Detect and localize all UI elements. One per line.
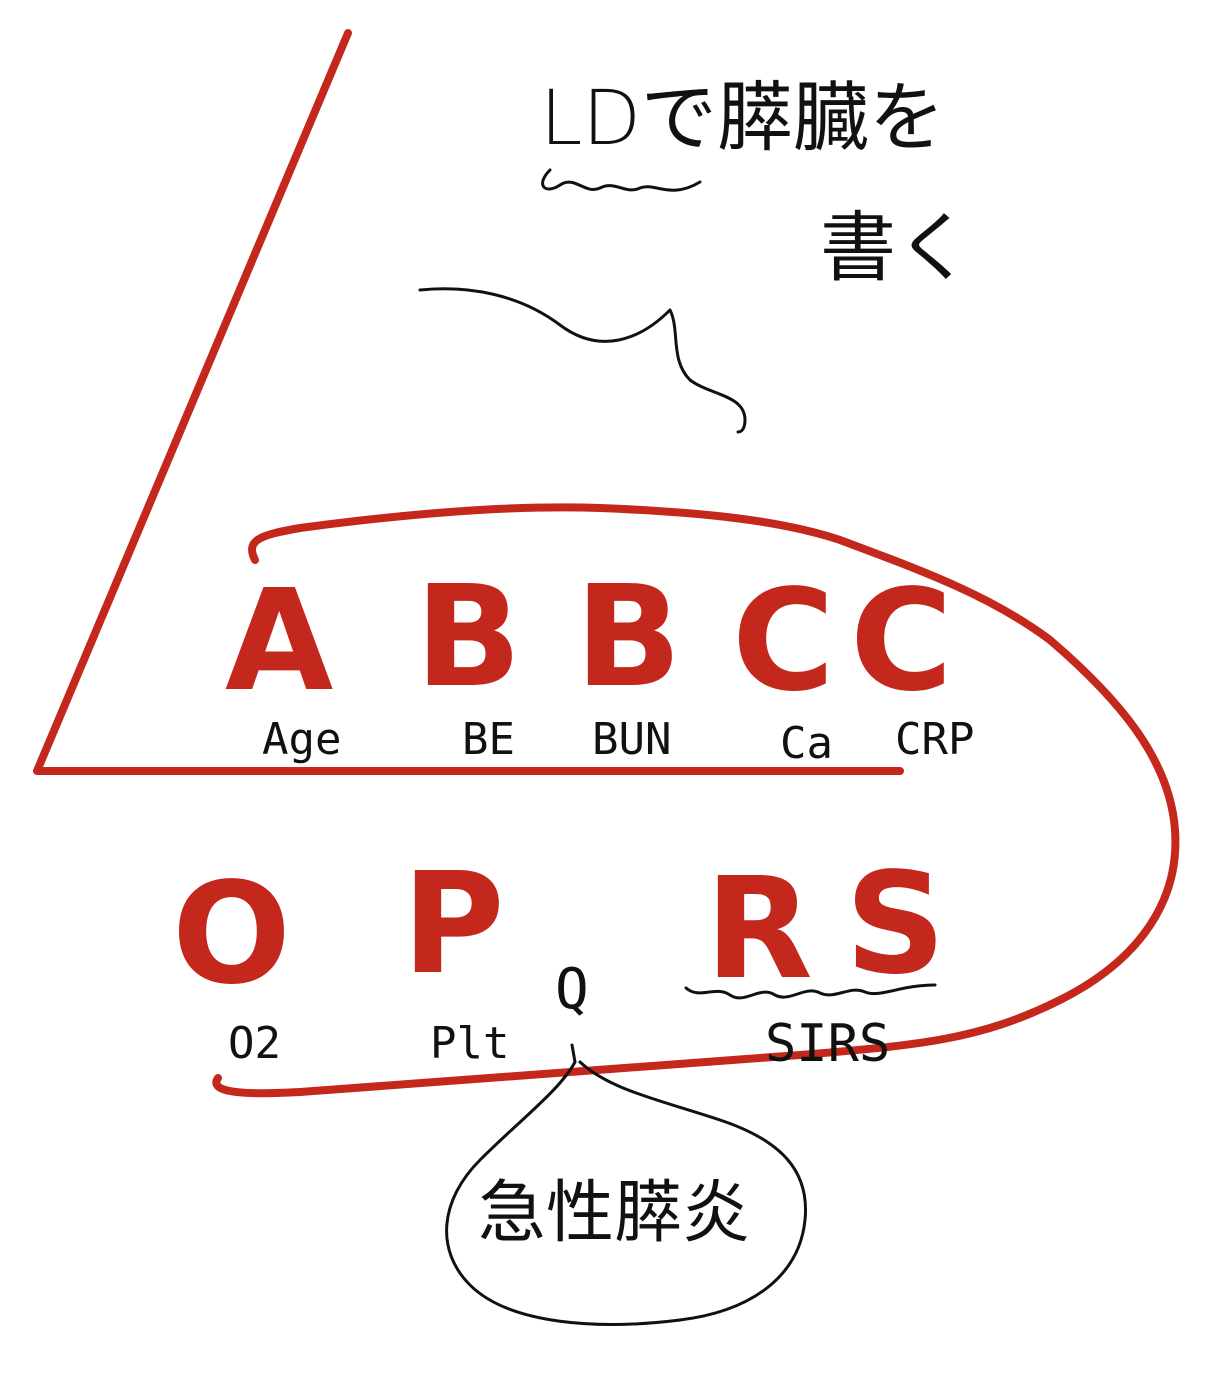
red-loop-stroke bbox=[212, 503, 1180, 1098]
term-o2: O2 bbox=[228, 1018, 281, 1069]
note-line-1: LDで膵臓を bbox=[540, 73, 945, 162]
letter-b2: B bbox=[575, 556, 682, 719]
letter-r: R bbox=[705, 848, 813, 1011]
term-ca: Ca bbox=[780, 718, 833, 769]
letter-p: P bbox=[402, 843, 505, 1006]
term-be: BE bbox=[462, 714, 515, 765]
term-bun: BUN bbox=[592, 714, 672, 765]
letter-q: Q bbox=[555, 957, 589, 1022]
term-crp: CRP bbox=[895, 714, 975, 765]
bubble-label: 急性膵炎 bbox=[478, 1174, 751, 1253]
note-line-2: 書く bbox=[820, 203, 972, 292]
letter-o: O bbox=[172, 853, 292, 1016]
letter-a: A bbox=[225, 560, 334, 723]
pancreas-curve-stroke bbox=[418, 287, 747, 434]
bubble-outline bbox=[445, 1043, 808, 1326]
term-sirs: SIRS bbox=[765, 1014, 891, 1074]
letter-b1: B bbox=[415, 556, 522, 719]
red-l-shape-stroke bbox=[33, 29, 904, 775]
sirs-underline-squiggle bbox=[684, 983, 937, 1000]
term-plt: Plt bbox=[430, 1018, 510, 1069]
letter-s: S bbox=[845, 843, 946, 1006]
letter-c1: C bbox=[732, 560, 835, 723]
term-age: Age bbox=[262, 714, 342, 765]
ld-underline-squiggle bbox=[541, 168, 702, 192]
letter-c2: C bbox=[850, 560, 953, 723]
